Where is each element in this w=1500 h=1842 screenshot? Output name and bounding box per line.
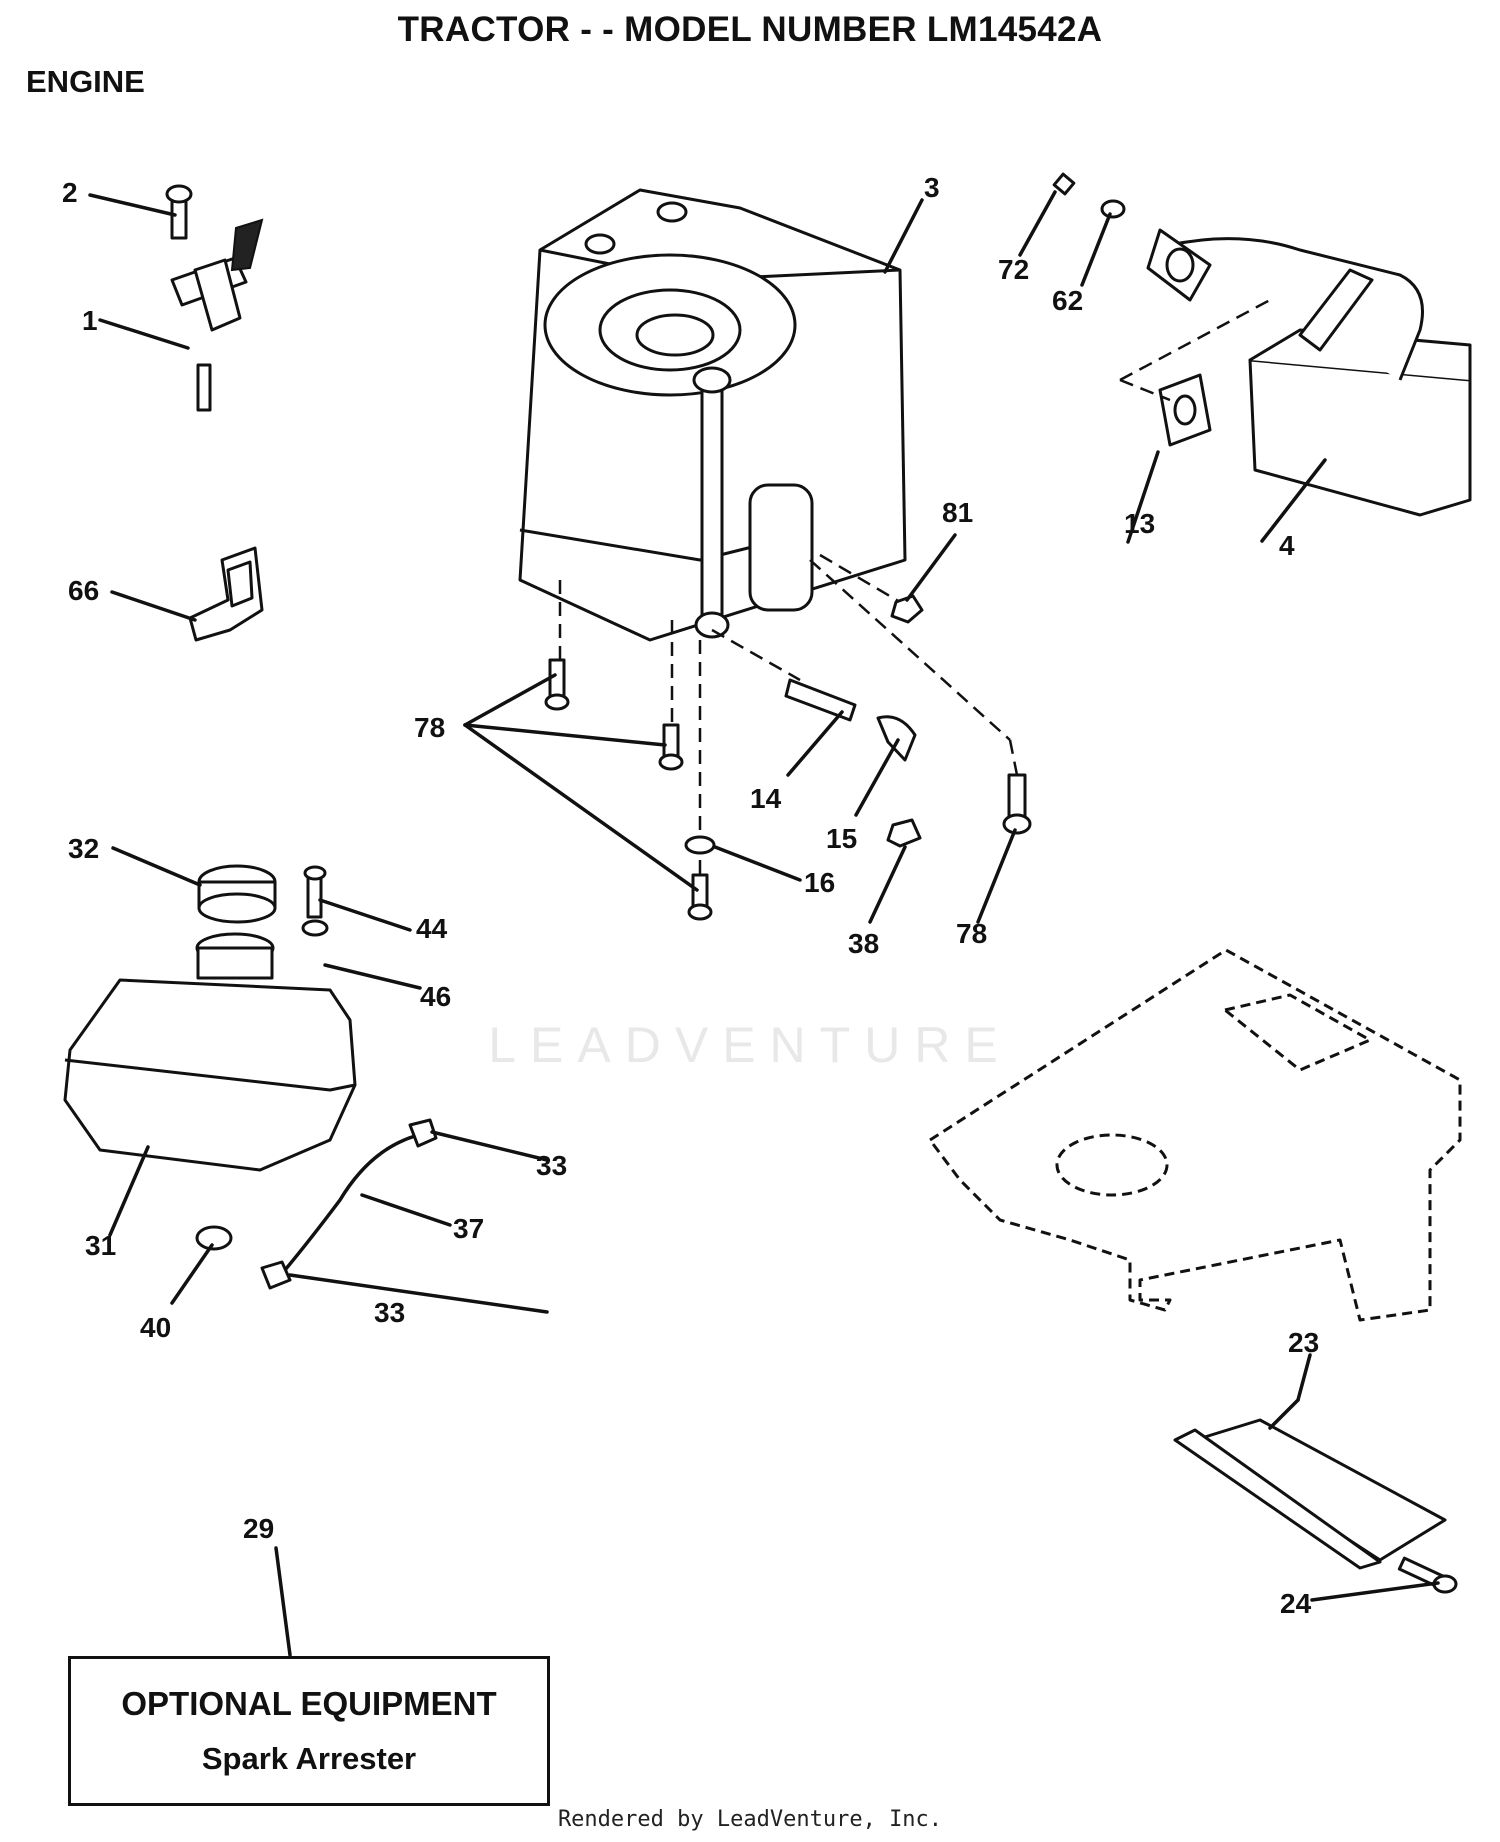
callout-23: 23 — [1288, 1327, 1319, 1358]
callout-81: 81 — [942, 497, 973, 528]
callout-1: 1 — [82, 305, 98, 336]
fuel-line-part — [195, 865, 438, 1290]
footer-credit: Rendered by LeadVenture, Inc. — [557, 1807, 943, 1832]
callout-78-left: 78 — [414, 712, 445, 743]
muffler-part — [1146, 228, 1472, 517]
callout-4: 4 — [1279, 530, 1295, 561]
callout-40: 40 — [140, 1312, 171, 1343]
diagram-title: TRACTOR - - MODEL NUMBER LM14542A — [397, 10, 1103, 49]
callout-32: 32 — [68, 833, 99, 864]
callout-37: 37 — [453, 1213, 484, 1244]
callout-46: 46 — [420, 981, 451, 1012]
watermark-text: LEADVENTURE — [488, 1017, 1012, 1073]
optional-equipment-heading: OPTIONAL EQUIPMENT — [121, 1685, 497, 1722]
callout-16: 16 — [804, 867, 835, 898]
callout-3: 3 — [924, 172, 940, 203]
leader-lines — [88, 190, 1440, 1657]
callout-2: 2 — [62, 177, 78, 208]
optional-equipment-item: Spark Arrester — [201, 1741, 417, 1776]
callout-29: 29 — [243, 1513, 274, 1544]
callout-13: 13 — [1124, 508, 1155, 539]
section-title: ENGINE — [26, 64, 145, 99]
callout-33-lower: 33 — [374, 1297, 405, 1328]
bracket-part — [188, 546, 264, 642]
callout-78-right: 78 — [956, 918, 987, 949]
callout-66: 66 — [68, 575, 99, 606]
callout-15: 15 — [826, 823, 857, 854]
optional-equipment-box: OPTIONAL EQUIPMENT Spark Arrester — [68, 1656, 550, 1806]
callout-33-upper: 33 — [536, 1150, 567, 1181]
callout-72: 72 — [998, 254, 1029, 285]
screw-72-part — [1052, 172, 1126, 219]
frame-part — [928, 948, 1462, 1322]
heat-shield-part — [1173, 1418, 1458, 1594]
callout-31: 31 — [85, 1230, 116, 1261]
callout-62: 62 — [1052, 285, 1083, 316]
hardware-parts — [544, 594, 1032, 921]
fuel-cap-part — [197, 864, 277, 924]
callout-labels: 1 2 3 4 13 14 15 16 23 24 29 31 32 33 33… — [62, 172, 1319, 1619]
callout-14: 14 — [750, 783, 782, 814]
callout-24: 24 — [1280, 1588, 1312, 1619]
gasket-part — [1158, 373, 1212, 447]
engine-part — [518, 188, 907, 642]
callout-44: 44 — [416, 913, 448, 944]
throttle-control-part — [165, 184, 264, 412]
fuel-tank-part — [63, 932, 357, 1172]
callout-38: 38 — [848, 928, 879, 959]
